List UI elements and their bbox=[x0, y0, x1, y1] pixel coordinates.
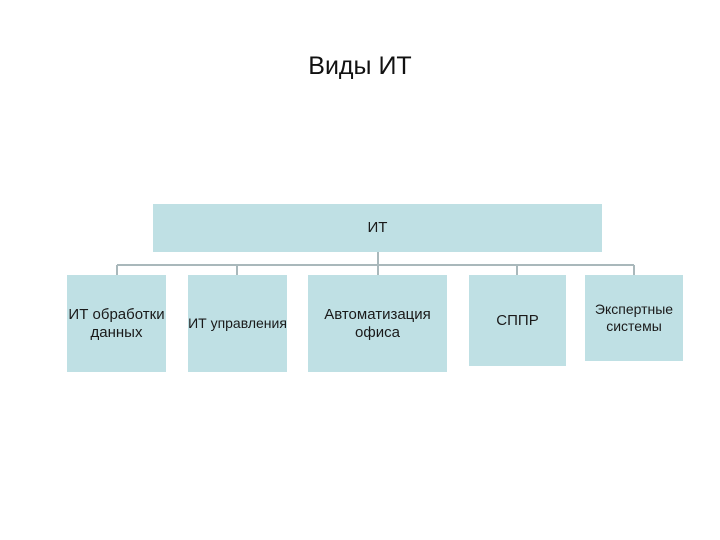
node-label: Автоматизация офиса bbox=[324, 305, 431, 341]
node-label: ИТ управления bbox=[188, 315, 287, 332]
root-node-label: ИТ bbox=[367, 219, 388, 236]
node-data-processing-it: ИТ обработки данных bbox=[67, 275, 166, 372]
node-expert-systems: Экспертные системы bbox=[585, 275, 683, 361]
node-office-automation: Автоматизация офиса bbox=[308, 275, 447, 372]
node-label: СППР bbox=[496, 311, 539, 329]
node-management-it: ИТ управления bbox=[188, 275, 287, 372]
node-label: ИТ обработки данных bbox=[68, 305, 165, 341]
node-label: Экспертные системы bbox=[594, 301, 674, 334]
node-dss: СППР bbox=[469, 275, 566, 366]
slide-title: Виды ИТ bbox=[308, 52, 412, 80]
root-node-it: ИТ bbox=[153, 204, 602, 252]
